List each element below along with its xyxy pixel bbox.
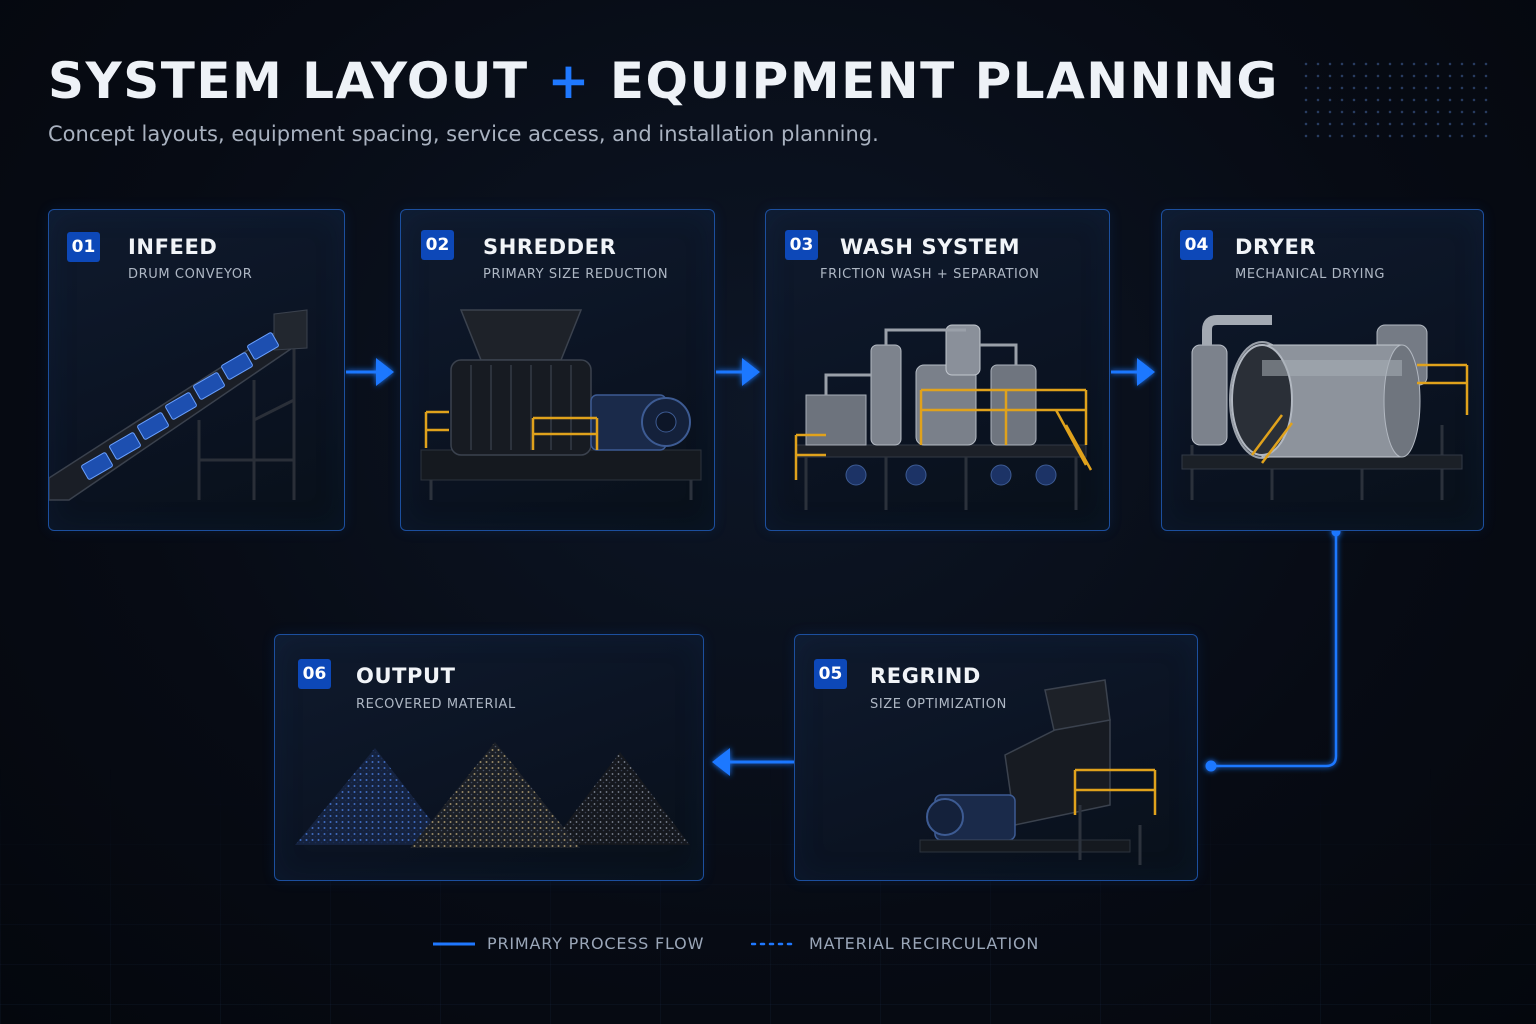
conveyor-icon <box>49 309 308 501</box>
stage-subtitle: RECOVERED MATERIAL <box>356 697 516 712</box>
stage-title: WASH SYSTEM <box>840 235 1021 259</box>
floor-grid <box>0 764 1536 1024</box>
stage-card-output[interactable]: 06 OUTPUT RECOVERED MATERIAL <box>274 634 704 881</box>
stage-card-wash-system[interactable]: 03 WASH SYSTEM FRICTION WASH + SEPARATIO… <box>765 209 1110 531</box>
stage-title: INFEED <box>128 235 218 259</box>
stage-title: DRYER <box>1235 235 1317 259</box>
stage-title: SHREDDER <box>483 235 617 259</box>
page-title: SYSTEM LAYOUT + EQUIPMENT PLANNING <box>48 52 1279 110</box>
stage-title: OUTPUT <box>356 664 456 688</box>
stage-number-badge: 03 <box>785 230 818 260</box>
legend-primary-flow: PRIMARY PROCESS FLOW <box>433 934 704 953</box>
solid-line-icon <box>433 942 475 945</box>
stage-subtitle: FRICTION WASH + SEPARATION <box>820 267 1040 282</box>
dotted-line-icon <box>751 942 797 945</box>
stage-number-badge: 02 <box>421 230 454 260</box>
legend-recirc-label: MATERIAL RECIRCULATION <box>809 934 1040 953</box>
stage-card-infeed[interactable]: 01 INFEED DRUM CONVEYOR <box>48 209 345 531</box>
stage-card-shredder[interactable]: 02 SHREDDER PRIMARY SIZE REDUCTION <box>400 209 715 531</box>
stage-number-badge: 01 <box>67 232 100 262</box>
flow-arrow-03-04 <box>1111 358 1155 386</box>
stage-number-badge: 06 <box>298 659 331 689</box>
stage-subtitle: PRIMARY SIZE REDUCTION <box>483 267 669 282</box>
legend-recirculation: MATERIAL RECIRCULATION <box>751 934 1039 953</box>
stage-subtitle: SIZE OPTIMIZATION <box>870 697 1007 712</box>
material-piles-icon <box>295 742 690 848</box>
wash-system-icon <box>794 324 1093 510</box>
dryer-icon <box>1181 315 1469 500</box>
stage-number-badge: 04 <box>1180 230 1213 260</box>
stage-number-badge: 05 <box>814 659 847 689</box>
stage-subtitle: MECHANICAL DRYING <box>1235 267 1386 282</box>
flow-arrow-02-03 <box>716 358 760 386</box>
stage-card-dryer[interactable]: 04 DRYER MECHANICAL DRYING <box>1161 209 1484 531</box>
stage-card-regrind[interactable]: 05 REGRIND SIZE OPTIMIZATION <box>794 634 1198 881</box>
legend-primary-label: PRIMARY PROCESS FLOW <box>487 934 705 953</box>
flow-connector-04-05 <box>1205 527 1341 772</box>
granulator-icon <box>919 679 1157 865</box>
page-subtitle: Concept layouts, equipment spacing, serv… <box>48 122 879 146</box>
stage-title: REGRIND <box>870 664 981 688</box>
flow-arrow-01-02 <box>346 358 394 386</box>
dot-pattern-decoration <box>1300 58 1490 138</box>
title-plus: + <box>547 52 591 110</box>
stage-subtitle: DRUM CONVEYOR <box>128 267 253 282</box>
shredder-icon <box>420 309 702 500</box>
